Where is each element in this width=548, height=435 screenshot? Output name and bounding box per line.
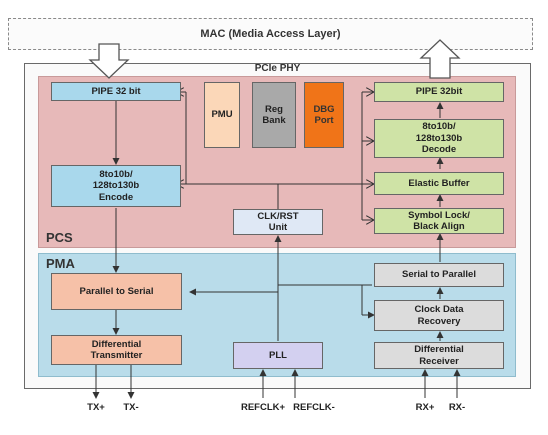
mac-up-arrow — [419, 39, 461, 79]
pipe-rx-block: PIPE 32bit — [374, 82, 504, 102]
clk-rst-unit-label: CLK/RST Unit — [257, 210, 299, 233]
mac-layer: MAC (Media Access Layer) — [8, 18, 533, 50]
reg-bank-block: Reg Bank — [252, 82, 296, 148]
elastic-buffer-block: Elastic Buffer — [374, 172, 504, 195]
symbol-lock-label: Symbol Lock/ Black Align — [408, 209, 470, 232]
pmu-block: PMU — [204, 82, 240, 148]
pin-refclk-plus: REFCLK+ — [240, 402, 286, 413]
decode-label: 8to10b/ 128to130b Decode — [415, 121, 463, 156]
differential-receiver-block: Differential Receiver — [374, 342, 504, 369]
differential-transmitter-label: Differential Transmitter — [90, 338, 143, 361]
pin-tx-plus: TX+ — [87, 402, 105, 413]
decode-block: 8to10b/ 128to130b Decode — [374, 119, 504, 158]
serial-to-parallel-label: Serial to Parallel — [402, 269, 476, 281]
parallel-to-serial-block: Parallel to Serial — [51, 273, 182, 310]
encode-label: 8to10b/ 128to130b Encode — [92, 168, 140, 203]
pcs-label: PCS — [46, 230, 73, 245]
differential-transmitter-block: Differential Transmitter — [51, 335, 182, 365]
parallel-to-serial-label: Parallel to Serial — [79, 285, 154, 297]
pin-refclk-minus: REFCLK- — [293, 402, 335, 413]
mac-down-arrow — [88, 43, 130, 79]
pipe-rx-label: PIPE 32bit — [415, 86, 463, 98]
clk-rst-unit-block: CLK/RST Unit — [233, 209, 323, 235]
reg-bank-label: Reg Bank — [262, 103, 286, 126]
clock-data-recovery-label: Clock Data Recovery — [414, 304, 464, 327]
pin-tx-minus: TX- — [123, 402, 139, 413]
symbol-lock-block: Symbol Lock/ Black Align — [374, 208, 504, 234]
dbg-port-label: DBG Port — [313, 103, 335, 126]
pipe-tx-block: PIPE 32 bit — [51, 82, 181, 101]
mac-label: MAC (Media Access Layer) — [200, 28, 341, 40]
serial-to-parallel-block: Serial to Parallel — [374, 263, 504, 287]
pin-rx-plus: RX+ — [415, 402, 435, 413]
phy-title: PCIe PHY — [254, 63, 301, 74]
differential-receiver-label: Differential Receiver — [414, 344, 464, 367]
encode-block: 8to10b/ 128to130b Encode — [51, 165, 181, 207]
dbg-port-block: DBG Port — [304, 82, 344, 148]
pma-label: PMA — [46, 256, 75, 271]
elastic-buffer-label: Elastic Buffer — [408, 177, 470, 189]
pmu-label: PMU — [211, 109, 233, 121]
pin-rx-minus: RX- — [448, 402, 466, 413]
clock-data-recovery-block: Clock Data Recovery — [374, 300, 504, 331]
pipe-tx-label: PIPE 32 bit — [91, 85, 141, 97]
pll-block: PLL — [233, 342, 323, 369]
pll-label: PLL — [269, 349, 287, 361]
